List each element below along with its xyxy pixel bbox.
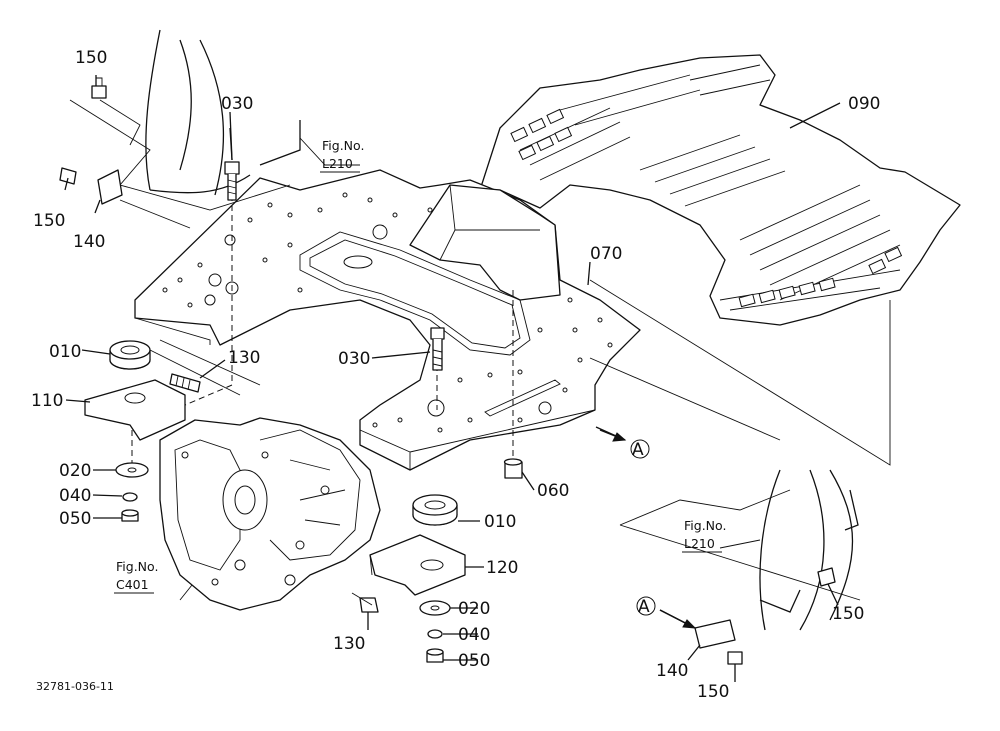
label-140-right: 140 (656, 661, 688, 681)
ref-fig-no-lower: Fig.No. (684, 518, 726, 533)
drawing-number: 32781-036-11 (36, 680, 114, 693)
bolt-150-right (817, 567, 836, 587)
label-130-lower: 130 (333, 634, 365, 654)
floor-mat (479, 54, 961, 326)
label-040-left: 040 (59, 486, 91, 506)
bolt-030-center (430, 327, 445, 371)
label-150-top: 150 (75, 48, 107, 68)
ref-underlines (114, 171, 722, 594)
bolt-130-upper (169, 373, 201, 393)
ref-c401: C401 (116, 577, 149, 592)
view-arrow-lower (659, 609, 697, 629)
bracket-140-right (694, 619, 736, 649)
floor-plate (134, 169, 641, 471)
rubber-mount-010-lower (412, 494, 458, 526)
label-050-left: 050 (59, 509, 91, 529)
label-090: 090 (848, 94, 880, 114)
label-060: 060 (537, 481, 569, 501)
ref-fig-no-upper: Fig.No. (322, 138, 364, 153)
view-marker-circle-lower (636, 596, 656, 616)
label-010-upper: 010 (49, 342, 81, 362)
washer-020-left (115, 462, 149, 478)
bracket-140-left (97, 169, 123, 205)
ref-fig-no-c401: Fig.No. (116, 559, 158, 574)
label-040-right: 040 (458, 625, 490, 645)
bolt-130-lower (351, 592, 379, 613)
fender-outline (145, 29, 859, 631)
label-110: 110 (31, 391, 63, 411)
bolt-150-left (59, 167, 77, 185)
label-120: 120 (486, 558, 518, 578)
view-marker-lower: A (638, 597, 650, 617)
ref-l210-lower: L210 (684, 536, 715, 551)
reference-lines (69, 99, 891, 601)
view-marker-circle-upper (630, 439, 650, 459)
label-030-upper: 030 (221, 94, 253, 114)
label-020-right: 020 (458, 599, 490, 619)
bolt-150-bottom (727, 651, 743, 665)
ref-l210-upper: L210 (322, 156, 353, 171)
spacer-060 (503, 458, 523, 479)
transmission-housing (159, 417, 381, 611)
lock-washer-040-right (427, 629, 443, 639)
label-030-center: 030 (338, 349, 370, 369)
bolt-030-upper (224, 161, 240, 201)
lock-washer-040-left (122, 492, 138, 502)
bracket-120 (369, 534, 466, 596)
label-150-left: 150 (33, 211, 65, 231)
bracket-110 (84, 379, 186, 441)
nut-050-left (121, 509, 139, 522)
bolt-150-top (91, 77, 107, 99)
label-150-bottom: 150 (697, 682, 729, 702)
label-140-left: 140 (73, 232, 105, 252)
view-marker-upper: A (632, 440, 644, 460)
label-020-left: 020 (59, 461, 91, 481)
rubber-mount-010-upper (109, 340, 151, 370)
label-130-upper: 130 (228, 348, 260, 368)
label-050-right: 050 (458, 651, 490, 671)
label-070: 070 (590, 244, 622, 264)
label-150-right: 150 (832, 604, 864, 624)
nut-050-right (426, 648, 444, 663)
washer-020-right (419, 600, 451, 616)
view-arrow-upper (599, 429, 627, 442)
label-010-lower: 010 (484, 512, 516, 532)
